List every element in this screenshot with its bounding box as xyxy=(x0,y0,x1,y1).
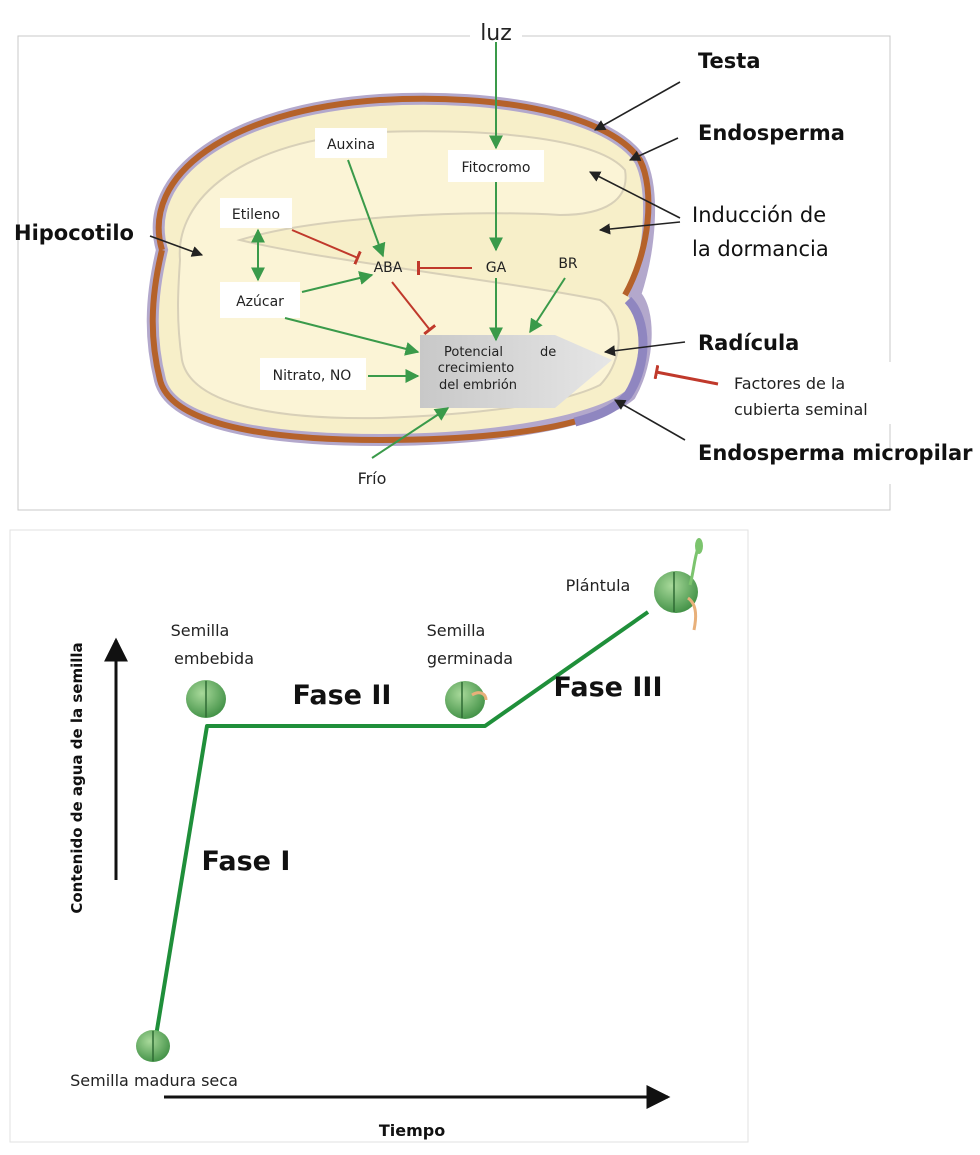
seed-testa-outline xyxy=(155,95,652,297)
seed-testa-lower xyxy=(149,249,581,444)
br-label: BR xyxy=(558,256,578,272)
frio-to-potential-arrow xyxy=(371,407,450,459)
nitrato-label: Nitrato, NO xyxy=(273,368,352,384)
induccion-label-2: la dormancia xyxy=(692,237,829,261)
bottom-panel-frame xyxy=(9,529,749,1143)
factores-box xyxy=(722,362,894,424)
phase3-label: Fase III xyxy=(553,672,662,703)
x-axis-label: Tiempo xyxy=(379,1121,445,1140)
dry-seed-icon xyxy=(136,1030,170,1062)
br-to-potential-arrow xyxy=(529,277,566,334)
micropilar-label-bg xyxy=(870,448,980,484)
stage-germinated-label-2: germinada xyxy=(427,649,513,668)
imbibed-seed-icon xyxy=(186,680,226,718)
crecimiento-label: crecimiento xyxy=(438,361,515,376)
aba-inhibits-potential xyxy=(391,281,437,336)
azucar-label: Azúcar xyxy=(236,294,284,310)
induccion-pointer-2 xyxy=(598,221,681,235)
induccion-pointer-1 xyxy=(589,171,681,219)
induccion-label-1: Inducción de xyxy=(692,203,826,227)
endosperma-pointer xyxy=(628,137,679,161)
coat-factors-inhibit xyxy=(653,364,719,386)
germinated-seed-icon xyxy=(445,681,488,719)
factores-label-1: Factores de la xyxy=(734,374,845,393)
ga-label: GA xyxy=(486,260,507,276)
stage-dry-label: Semilla madura seca xyxy=(70,1071,238,1090)
nitrato-box xyxy=(260,358,366,390)
potencial-de-label: de xyxy=(540,345,556,360)
auxina-box xyxy=(315,128,387,158)
micropylar-endosperm xyxy=(573,296,648,427)
auxina-label: Auxina xyxy=(327,137,375,153)
frio-label: Frío xyxy=(358,469,387,488)
phase2-label: Fase II xyxy=(293,680,392,711)
azucar-to-aba-arrow xyxy=(301,271,374,293)
water-content-curve xyxy=(153,610,650,1043)
luz-label: luz xyxy=(480,21,512,46)
phase1-label: Fase I xyxy=(202,846,291,877)
y-axis-label: Contenido de agua de la semilla xyxy=(68,642,86,913)
etileno-inhibits-aba xyxy=(291,229,362,265)
aba-label: ABA xyxy=(374,260,403,276)
imbibition-diagram: Contenido de agua de la semilla Tiempo S… xyxy=(9,529,749,1143)
hipocotilo-label: Hipocotilo xyxy=(14,221,134,245)
stage-imbibed-label-2: embebida xyxy=(174,649,254,668)
endosperma-micropilar-label: Endosperma micropilar xyxy=(698,441,973,465)
factores-label-2: cubierta seminal xyxy=(734,400,868,419)
micropilar-pointer xyxy=(614,399,686,441)
endosperma-label: Endosperma xyxy=(698,121,845,145)
azucar-to-potential-arrow xyxy=(284,317,420,356)
stage-germinated-label-1: Semilla xyxy=(427,621,486,640)
hipocotilo-pointer xyxy=(149,235,204,257)
fitocromo-box xyxy=(448,150,544,182)
stage-seedling-label: Plántula xyxy=(566,576,631,595)
potencial-label: Potencial xyxy=(444,345,503,360)
etileno-box xyxy=(220,198,292,228)
radicula-label: Radícula xyxy=(698,331,799,355)
fitocromo-label: Fitocromo xyxy=(462,160,531,176)
seedling-icon xyxy=(654,538,703,631)
seed-diagram: luz Auxina Fitocromo Etileno ABA GA BR A… xyxy=(14,10,980,511)
embrion-label: del embrión xyxy=(439,378,517,393)
stage-imbibed-label-1: Semilla xyxy=(171,621,230,640)
testa-label: Testa xyxy=(698,49,761,73)
testa-pointer xyxy=(594,81,681,131)
azucar-box xyxy=(220,282,300,318)
growth-potential-arrow xyxy=(420,335,612,408)
etileno-label: Etileno xyxy=(232,207,280,223)
auxina-to-aba-arrow xyxy=(347,159,386,258)
radicula-pointer xyxy=(603,341,686,357)
